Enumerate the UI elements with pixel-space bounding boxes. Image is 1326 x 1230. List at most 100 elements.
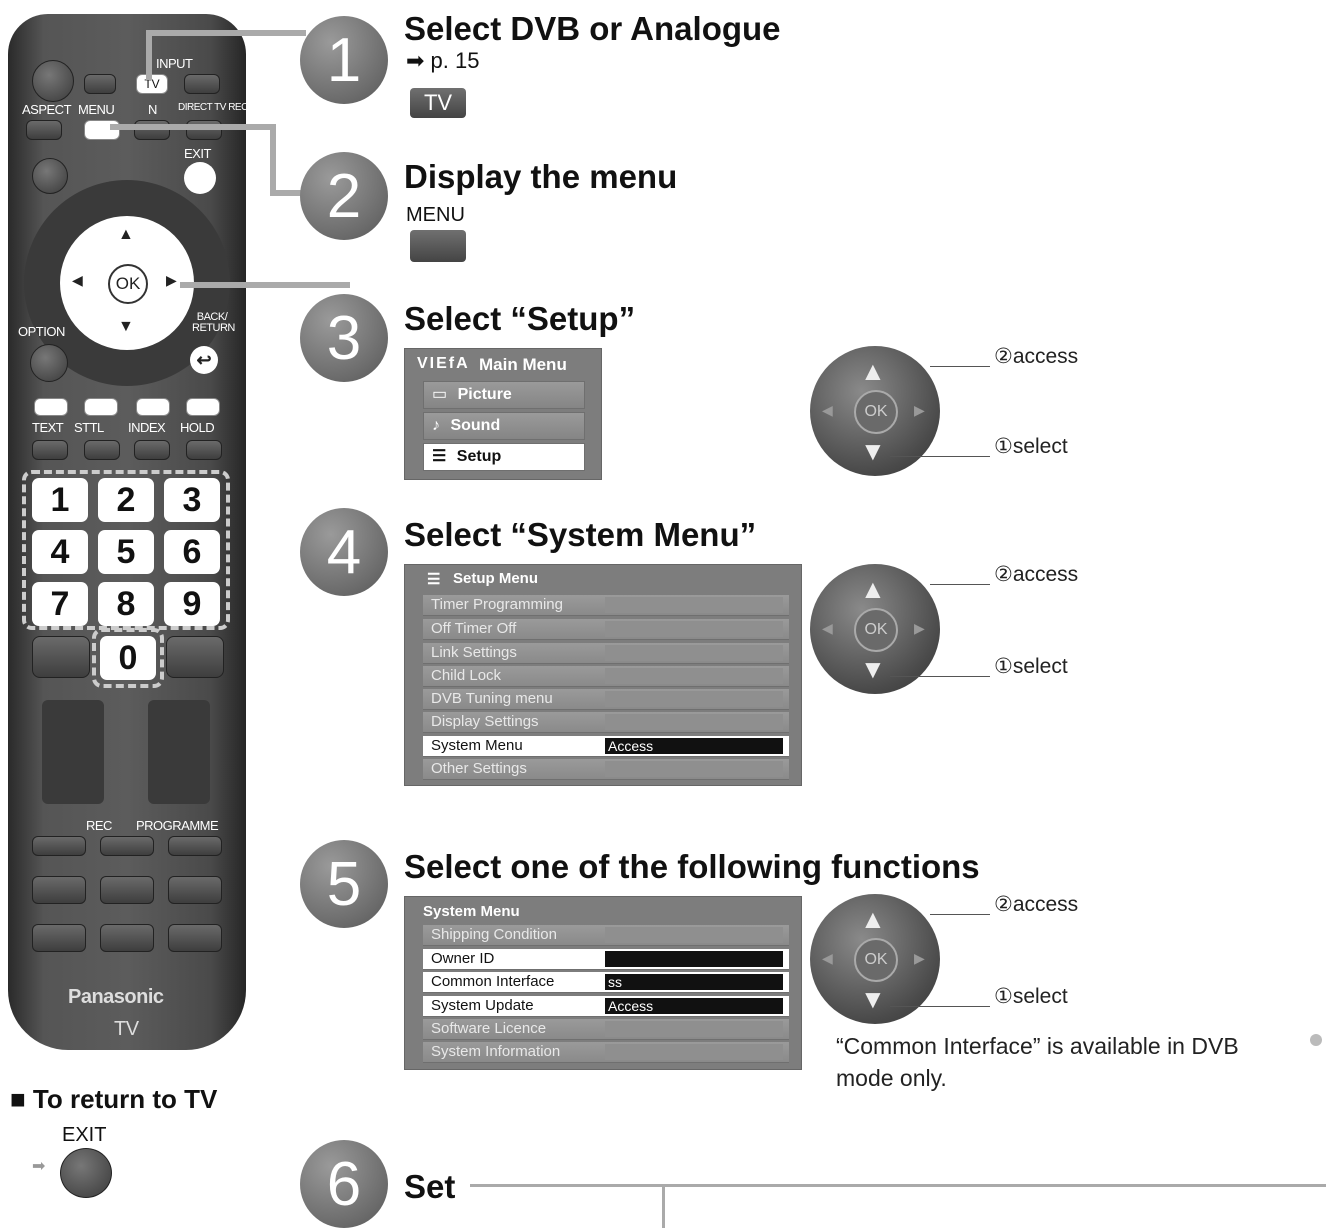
- text-label: TEXT: [32, 420, 64, 435]
- ok-button[interactable]: OK: [854, 390, 898, 434]
- menu-item-system-information[interactable]: System Information: [423, 1042, 789, 1063]
- menu-item-owner-id[interactable]: Owner ID: [423, 949, 789, 970]
- menu-item-software-licence[interactable]: Software Licence: [423, 1019, 789, 1040]
- viera-logo: VIEfA: [417, 355, 470, 372]
- yellow-button[interactable]: [136, 398, 170, 416]
- input-button[interactable]: [184, 74, 220, 94]
- menu-item-value: [605, 597, 783, 613]
- number-key-7[interactable]: 7: [32, 582, 88, 626]
- exit-button[interactable]: [184, 162, 216, 194]
- menu-item-display-settings[interactable]: Display Settings: [423, 712, 789, 733]
- back-return-icon[interactable]: ↩: [190, 346, 218, 374]
- step-number-1: 1: [300, 16, 388, 104]
- remote-button[interactable]: [166, 636, 224, 678]
- down-arrow-icon[interactable]: ▼: [860, 436, 886, 466]
- number-key-1[interactable]: 1: [32, 478, 88, 522]
- number-key-8[interactable]: 8: [98, 582, 154, 626]
- volume-rocker[interactable]: [42, 700, 104, 804]
- menu-item-picture[interactable]: ▭ Picture: [423, 381, 585, 409]
- down-arrow-icon[interactable]: ▼: [860, 984, 886, 1014]
- menu-item-label: Setup: [456, 448, 502, 465]
- menu-item-other-settings[interactable]: Other Settings: [423, 759, 789, 780]
- remote-button[interactable]: [100, 924, 154, 952]
- direct-tv-rec-button[interactable]: [186, 120, 222, 140]
- step-number-5: 5: [300, 840, 388, 928]
- menu-item-off-timer[interactable]: Off Timer Off: [423, 619, 789, 640]
- left-arrow-icon[interactable]: ◀: [822, 620, 833, 636]
- sttl-button[interactable]: [84, 440, 120, 460]
- green-button[interactable]: [84, 398, 118, 416]
- down-arrow-icon[interactable]: ▼: [118, 318, 134, 335]
- text-button[interactable]: [32, 440, 68, 460]
- step-4-title: Select “System Menu”: [404, 516, 757, 553]
- right-arrow-icon[interactable]: ▶: [914, 950, 925, 966]
- option-button[interactable]: [30, 344, 68, 382]
- left-arrow-icon[interactable]: ◀: [72, 272, 83, 288]
- remote-button[interactable]: [32, 924, 86, 952]
- programme-button[interactable]: [168, 836, 222, 856]
- connector-line: [470, 1184, 1326, 1187]
- remote-button[interactable]: [32, 876, 86, 904]
- menu-item-dvb-tuning[interactable]: DVB Tuning menu: [423, 689, 789, 710]
- right-arrow-icon[interactable]: ▶: [914, 620, 925, 636]
- direct-tv-rec-label: DIRECT TV REC: [178, 102, 248, 113]
- number-key-9[interactable]: 9: [164, 582, 220, 626]
- blue-button[interactable]: [186, 398, 220, 416]
- right-arrow-icon[interactable]: ▶: [914, 402, 925, 418]
- menu-item-link-settings[interactable]: Link Settings: [423, 643, 789, 664]
- number-key-3[interactable]: 3: [164, 478, 220, 522]
- menu-item-setup[interactable]: ☰ Setup: [423, 443, 585, 471]
- menu-button[interactable]: [410, 230, 466, 262]
- up-arrow-icon[interactable]: ▲: [860, 904, 886, 934]
- up-arrow-icon[interactable]: ▲: [860, 574, 886, 604]
- aspect-button[interactable]: [26, 120, 62, 140]
- power-button[interactable]: [32, 60, 74, 102]
- menu-button[interactable]: [84, 120, 120, 140]
- remote-button[interactable]: [168, 924, 222, 952]
- right-arrow-icon[interactable]: ▶: [166, 272, 177, 288]
- menu-item-shipping-condition[interactable]: Shipping Condition: [423, 925, 789, 946]
- up-arrow-icon[interactable]: ▲: [118, 226, 134, 243]
- menu-item-sound[interactable]: ♪ Sound: [423, 412, 585, 440]
- menu-item-child-lock[interactable]: Child Lock: [423, 666, 789, 687]
- ok-button[interactable]: OK: [108, 264, 148, 304]
- number-key-0[interactable]: 0: [100, 636, 156, 680]
- navigation-pad[interactable]: ▲ ▼ ◀ ▶ OK: [810, 894, 940, 1024]
- tv-button[interactable]: TV: [136, 74, 168, 94]
- remote-button[interactable]: [84, 74, 116, 94]
- left-arrow-icon[interactable]: ◀: [822, 950, 833, 966]
- channel-rocker[interactable]: [148, 700, 210, 804]
- remote-button[interactable]: [168, 876, 222, 904]
- number-key-6[interactable]: 6: [164, 530, 220, 574]
- index-button[interactable]: [134, 440, 170, 460]
- tv-button[interactable]: TV: [410, 88, 466, 118]
- exit-button[interactable]: [60, 1148, 112, 1198]
- remote-button[interactable]: [100, 876, 154, 904]
- remote-control: TV INPUT ASPECT MENU N DIRECT TV REC EXI…: [8, 14, 248, 1050]
- remote-button[interactable]: [32, 158, 68, 194]
- ok-button[interactable]: OK: [854, 938, 898, 982]
- menu-item-label: System Update: [431, 997, 534, 1014]
- step-6-title: Set: [404, 1168, 456, 1205]
- menu-item-label: Off Timer Off: [431, 620, 517, 637]
- menu-item-timer-programming[interactable]: Timer Programming: [423, 595, 789, 616]
- left-arrow-icon[interactable]: ◀: [822, 402, 833, 418]
- navigation-pad[interactable]: ▲ ▼ ◀ ▶ OK: [810, 564, 940, 694]
- menu-item-value: [605, 621, 783, 637]
- up-arrow-icon[interactable]: ▲: [860, 356, 886, 386]
- down-arrow-icon[interactable]: ▼: [860, 654, 886, 684]
- number-key-5[interactable]: 5: [98, 530, 154, 574]
- red-button[interactable]: [34, 398, 68, 416]
- n-button[interactable]: [134, 120, 170, 140]
- navigation-pad[interactable]: ▲ ▼ ◀ ▶ OK: [810, 346, 940, 476]
- ok-button[interactable]: OK: [854, 608, 898, 652]
- number-key-4[interactable]: 4: [32, 530, 88, 574]
- number-key-2[interactable]: 2: [98, 478, 154, 522]
- remote-button[interactable]: [32, 636, 90, 678]
- remote-button[interactable]: [32, 836, 86, 856]
- hold-button[interactable]: [186, 440, 222, 460]
- rec-button[interactable]: [100, 836, 154, 856]
